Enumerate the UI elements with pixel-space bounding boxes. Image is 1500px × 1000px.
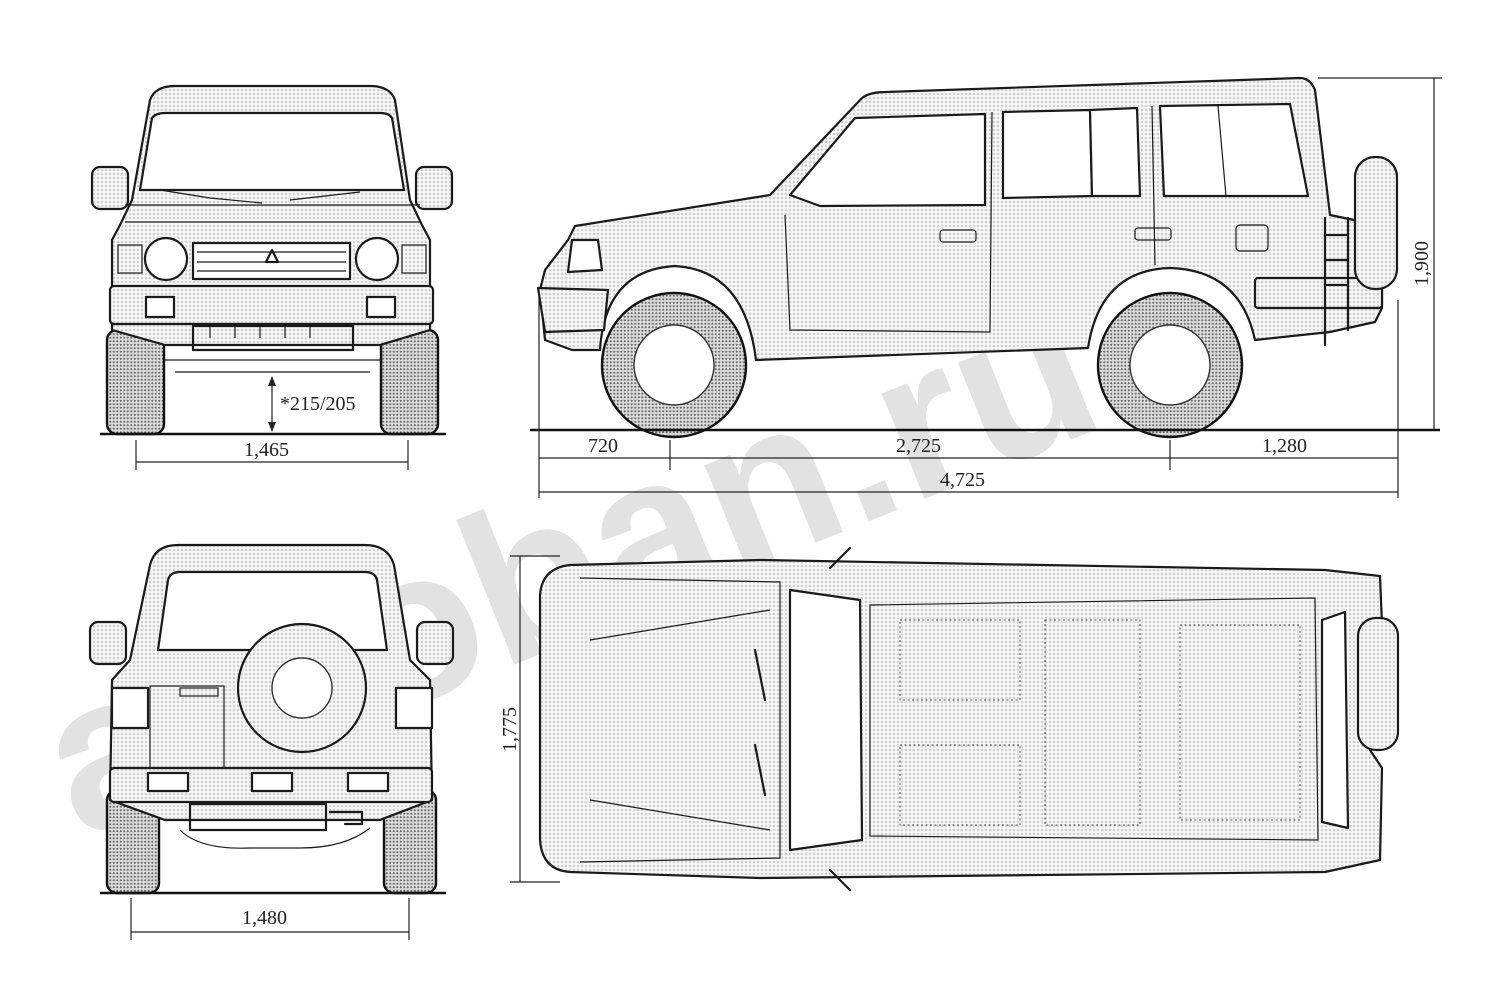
front-emblem [264,248,280,264]
side-rear-window [1158,102,1310,198]
rear-license-lamp [250,771,294,793]
overall-length-label: 4,725 [940,469,985,491]
side-rear-hub [1129,324,1211,406]
side-front-hub [633,324,715,406]
top-roof [869,597,1319,841]
front-bumper [108,284,435,326]
side-rear-bumper [1253,276,1384,310]
top-left-mirror [828,546,852,570]
rear-overhang-label: 1,280 [1262,435,1307,457]
front-view: *215/205 1,465 [90,84,454,470]
rear-differential [188,802,328,832]
front-left-headlight [143,236,189,282]
rear-left-reflector [146,771,190,793]
rear-right-reflector [346,771,390,793]
rear-left-taillight [110,686,150,730]
side-front-window [788,112,987,208]
side-front-door [784,111,993,333]
wheelbase-label: 2,725 [896,435,941,457]
front-right-fog-lamp [365,295,397,319]
side-middle-window [1001,108,1094,200]
front-right-mirror [414,165,454,211]
front-overhang-label: 720 [588,435,618,457]
front-track-label: 1,465 [244,439,289,461]
front-left-tire [105,328,166,436]
overall-height-label: 1,900 [1411,241,1433,286]
overall-width-label: 1,775 [499,707,521,752]
side-spare-wheel [1353,155,1399,291]
rear-right-taillight [394,686,434,730]
rear-view: 1,480 [88,543,455,940]
front-left-fog-lamp [144,295,176,319]
top-spare-wheel [1356,616,1400,752]
rear-track-label: 1,480 [242,907,287,929]
side-view: 1,900 720 2,725 1,280 4,725 [530,76,1442,498]
top-right-mirror [828,868,852,892]
top-seat-layout [899,619,1301,826]
rear-right-mirror [415,620,455,666]
side-fuel-cap [1235,224,1269,252]
front-right-headlight [354,236,400,282]
rear-spare-hub [271,657,333,719]
front-windshield [138,111,406,192]
side-middle-window-2 [1088,106,1142,198]
front-right-tire [379,328,440,436]
front-left-mirror [90,165,130,211]
rear-left-mirror [88,620,128,666]
side-headlight [566,238,604,274]
side-front-bumper [536,286,610,334]
top-rear-window [1320,610,1350,830]
top-windshield [788,588,864,852]
side-rear-ladder [1323,216,1350,347]
top-view: 1,775 [499,546,1400,892]
ground-clearance-label: *215/205 [280,393,356,415]
top-body-outline [538,558,1384,880]
top-hood [579,577,781,863]
front-skid-plate [191,324,355,352]
